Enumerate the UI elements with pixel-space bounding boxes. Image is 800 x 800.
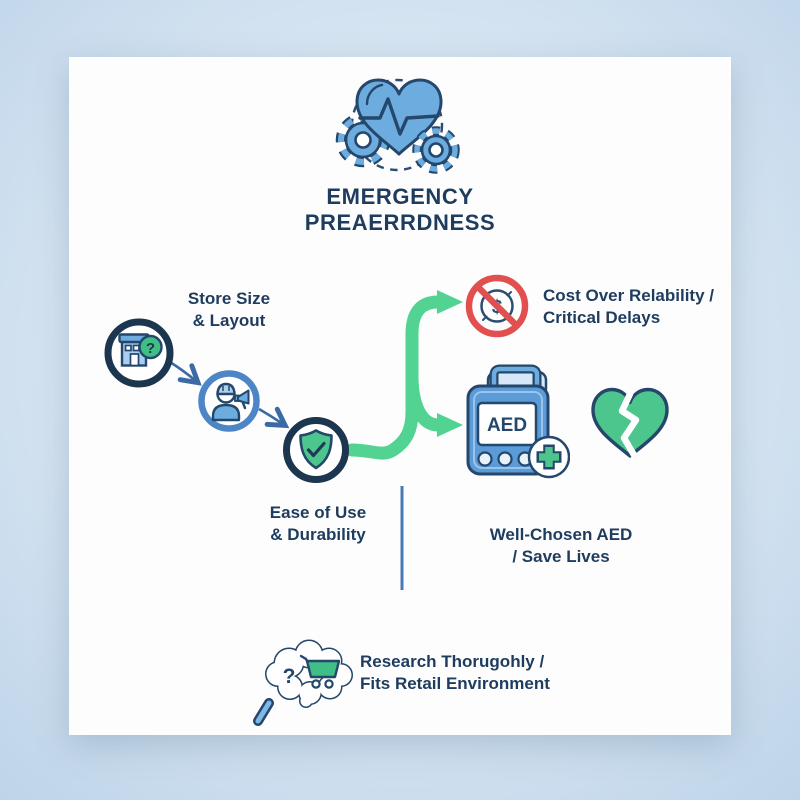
- cost-line-2: Critical Delays: [543, 307, 661, 327]
- question-glyph: ?: [283, 665, 296, 688]
- device-buttons: [477, 451, 533, 467]
- shield-check-icon: [283, 417, 349, 483]
- cost-over-reliability-label: Cost Over Relability / Critical Delays: [543, 285, 743, 328]
- cost-line-1: Cost Over Relability /: [543, 286, 714, 305]
- shopping-cart-icon: [299, 654, 341, 689]
- research-thought-bubble-icon: ?: [248, 636, 360, 731]
- ease-line-1: Ease of Use: [269, 503, 367, 522]
- checkmark: [306, 441, 326, 458]
- title-line-1: EMERGENCY: [326, 184, 474, 209]
- person-icon: [211, 382, 241, 422]
- svg-text:?: ?: [146, 340, 155, 357]
- research-line-1: Research Thorugohly /: [360, 652, 545, 671]
- ease-line-2: & Durability: [270, 524, 366, 544]
- research-line-2: Fits Retail Environment: [360, 673, 550, 693]
- green-branch-arrow: [345, 290, 463, 460]
- crack: [618, 390, 640, 459]
- title-line-2: PREAERRDNESS: [304, 210, 496, 235]
- store-question-icon: ?: [104, 318, 174, 388]
- magnifier-handle: [253, 698, 274, 726]
- megaphone-icon: [234, 389, 250, 410]
- handle: [489, 364, 542, 391]
- store-size-line-2: & Layout: [192, 310, 266, 330]
- heart-pulse-gears-icon: [330, 72, 470, 187]
- well-chosen-aed-label: Well-Chosen AED / Save Lives: [441, 524, 681, 567]
- arrow-person-to-shield: [258, 406, 290, 429]
- gear-right-icon: [412, 126, 460, 174]
- shield: [299, 429, 333, 470]
- store-size-label: Store Size & Layout: [109, 288, 349, 331]
- ease-of-use-label: Ease of Use & Durability: [198, 502, 438, 545]
- no-dollar-icon: $: [465, 274, 529, 338]
- aed-screen-text: AED: [487, 415, 527, 436]
- well-line-2: / Save Lives: [512, 546, 610, 566]
- device-screen: [476, 401, 538, 447]
- well-line-1: Well-Chosen AED: [489, 525, 633, 544]
- prohibition-icon: [465, 274, 529, 338]
- arrowhead-down-icon: [437, 413, 463, 437]
- medical-cross-badge-icon: [527, 435, 570, 479]
- broken-heart-icon: [585, 383, 675, 463]
- arrowhead-up-icon: [437, 290, 463, 314]
- research-label: Research Thorugohly / Fits Retail Enviro…: [360, 651, 600, 694]
- arrow-store-to-person: [169, 360, 202, 386]
- aed-device-icon: AED: [458, 358, 570, 480]
- heart: [591, 387, 669, 458]
- question-badge-icon: ?: [138, 334, 163, 360]
- person-megaphone-icon: [198, 370, 260, 432]
- page-title: EMERGENCY PREAERRDNESS: [250, 184, 550, 236]
- store-size-line-1: Store Size: [187, 289, 271, 308]
